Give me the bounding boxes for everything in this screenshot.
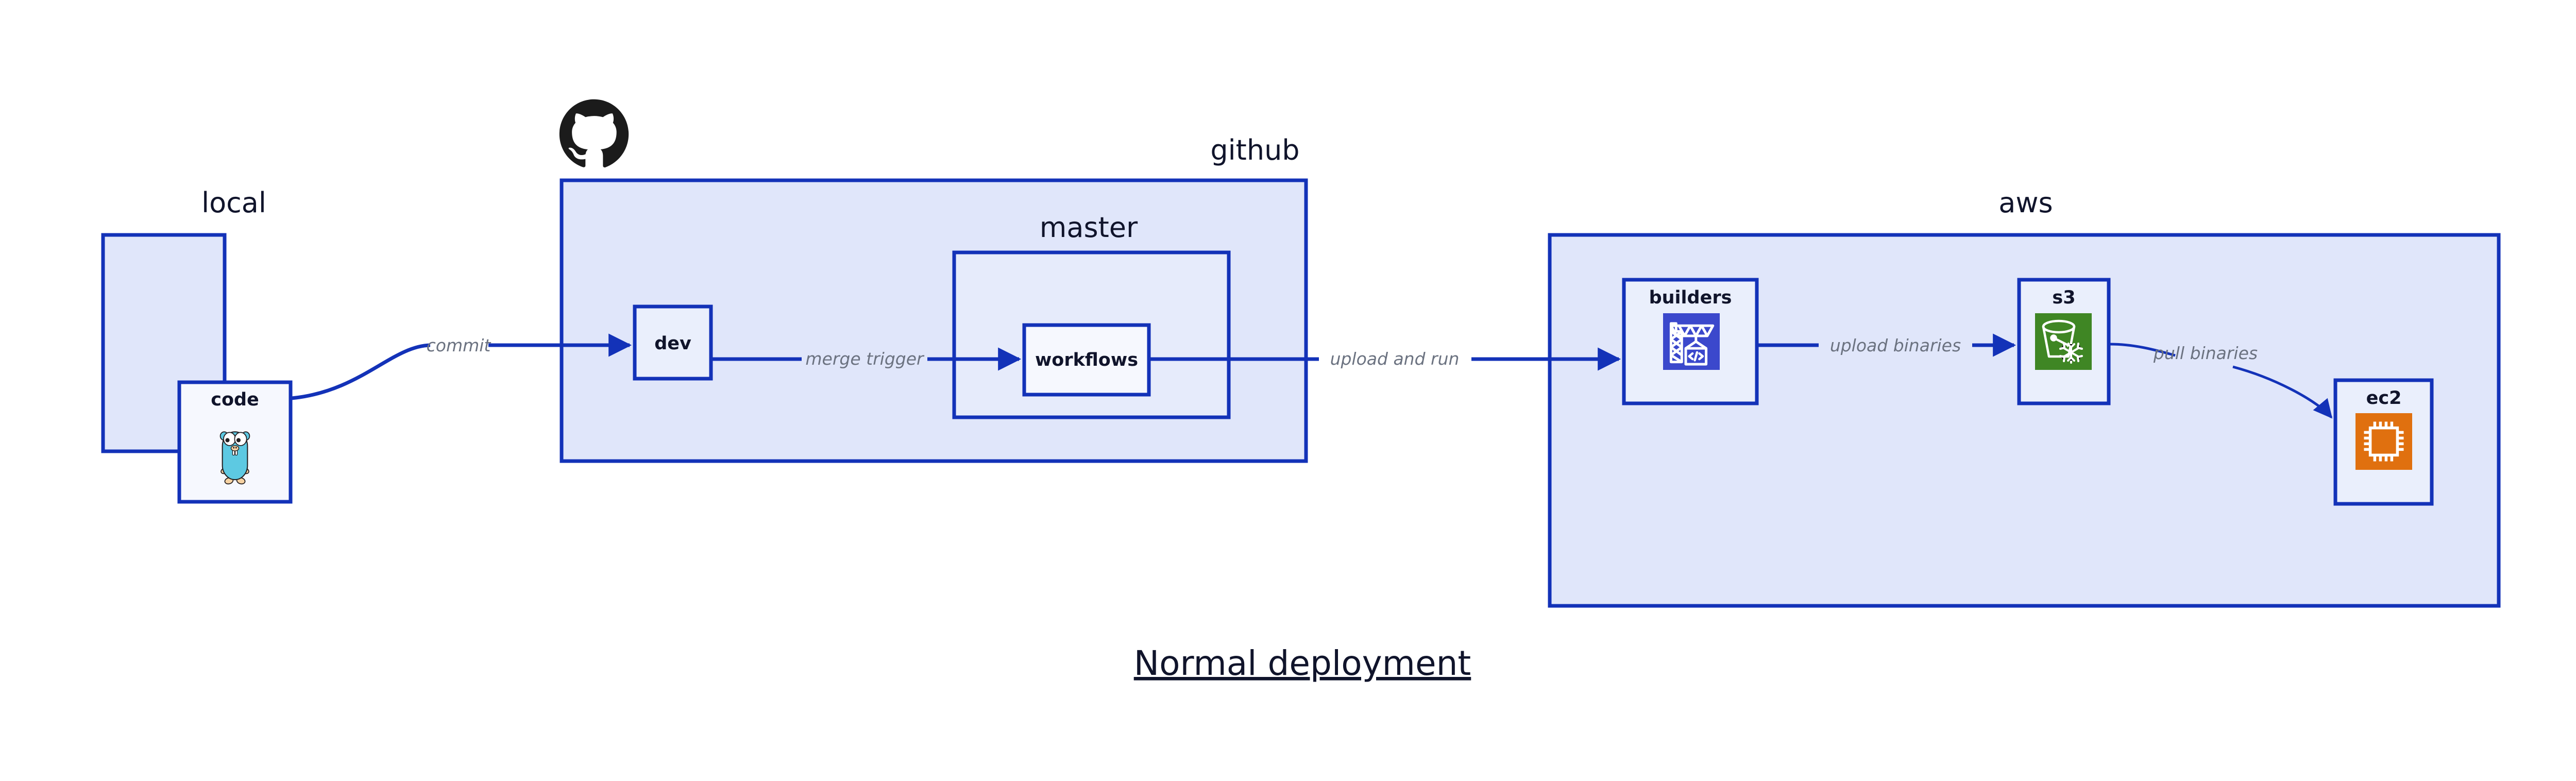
edge-pull-binaries-label: pull binaries: [2153, 343, 2258, 363]
node-builders[interactable]: builders: [1622, 278, 1759, 405]
edge-commit-label: commit: [427, 335, 492, 355]
diagram-title: Normal deployment: [1134, 643, 1471, 683]
edge-pull-binaries-curve-right: [2232, 365, 2333, 419]
group-local-label: local: [201, 186, 266, 219]
node-code[interactable]: code: [177, 380, 293, 504]
ec2-icon-bg: [2355, 413, 2412, 470]
node-code-label: code: [211, 389, 259, 410]
github-octocat-logo: [559, 99, 629, 167]
edge-upload-binaries-label: upload binaries: [1830, 335, 1961, 355]
node-s3[interactable]: s3: [2017, 278, 2111, 405]
node-ec2[interactable]: ec2: [2333, 378, 2434, 506]
node-workflows-label: workflows: [1035, 350, 1138, 370]
edge-pull-binaries[interactable]: pull binaries: [2109, 343, 2333, 419]
node-s3-label: s3: [2052, 287, 2075, 308]
edge-upload-and-run[interactable]: upload and run: [1150, 347, 1621, 371]
edge-merge-trigger-label: merge trigger: [805, 349, 925, 369]
node-builders-label: builders: [1649, 287, 1732, 308]
node-dev-box[interactable]: [633, 304, 713, 381]
edge-pull-binaries-curve-left: [2109, 343, 2176, 357]
edge-commit[interactable]: commit: [291, 333, 632, 400]
group-github-label: github: [1210, 134, 1299, 166]
edge-upload-binaries[interactable]: upload binaries: [1758, 333, 2016, 357]
edge-merge-trigger[interactable]: merge trigger: [712, 347, 1022, 371]
edge-upload-and-run-label: upload and run: [1330, 349, 1460, 369]
group-aws-label: aws: [1998, 186, 2053, 219]
node-workflows-box[interactable]: [1022, 323, 1151, 397]
node-dev-label: dev: [654, 333, 691, 354]
node-dev[interactable]: dev: [633, 304, 713, 381]
subgroup-master-label: master: [1040, 211, 1138, 244]
edge-commit-curve: [291, 343, 431, 400]
node-workflows[interactable]: workflows: [1022, 323, 1151, 397]
node-ec2-label: ec2: [2366, 388, 2402, 409]
